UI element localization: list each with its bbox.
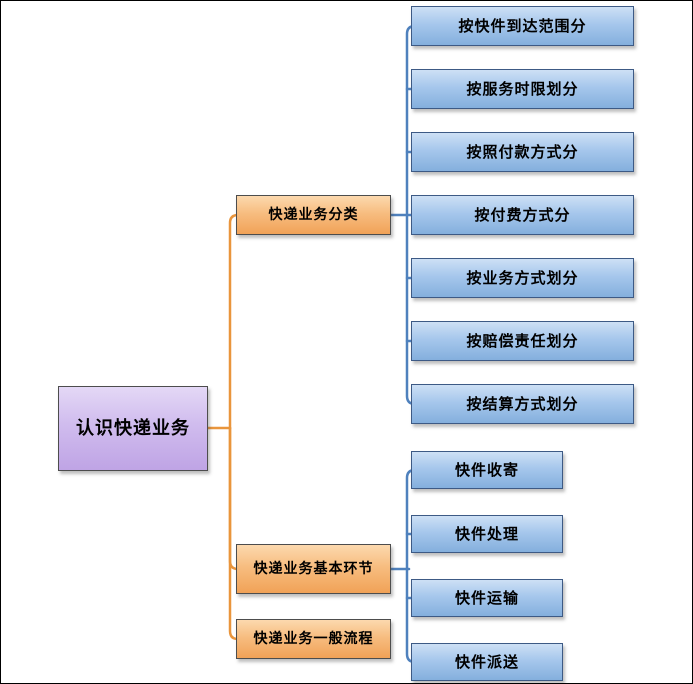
root-node: 认识快递业务 [58, 386, 208, 471]
leaf-node-compensation-liability: 按赔偿责任划分 [411, 321, 634, 361]
leaf-node-delivery: 快件派送 [411, 643, 563, 681]
branch-node-general-process: 快递业务一般流程 [236, 619, 391, 659]
leaf-node-payment-method: 按照付款方式分 [411, 132, 634, 172]
branch-node-basic-links: 快递业务基本环节 [236, 544, 391, 594]
leaf-node-transport: 快件运输 [411, 579, 563, 617]
leaf-node-service-time: 按服务时限划分 [411, 69, 634, 109]
leaf-node-business-method: 按业务方式划分 [411, 258, 634, 298]
leaf-node-collection: 快件收寄 [411, 451, 563, 489]
branch-node-classification: 快递业务分类 [236, 195, 391, 235]
leaf-node-fee-method: 按付费方式分 [411, 195, 634, 235]
leaf-node-settlement-method: 按结算方式划分 [411, 384, 634, 424]
leaf-node-processing: 快件处理 [411, 515, 563, 553]
leaf-node-arrival-range: 按快件到达范围分 [411, 6, 634, 46]
